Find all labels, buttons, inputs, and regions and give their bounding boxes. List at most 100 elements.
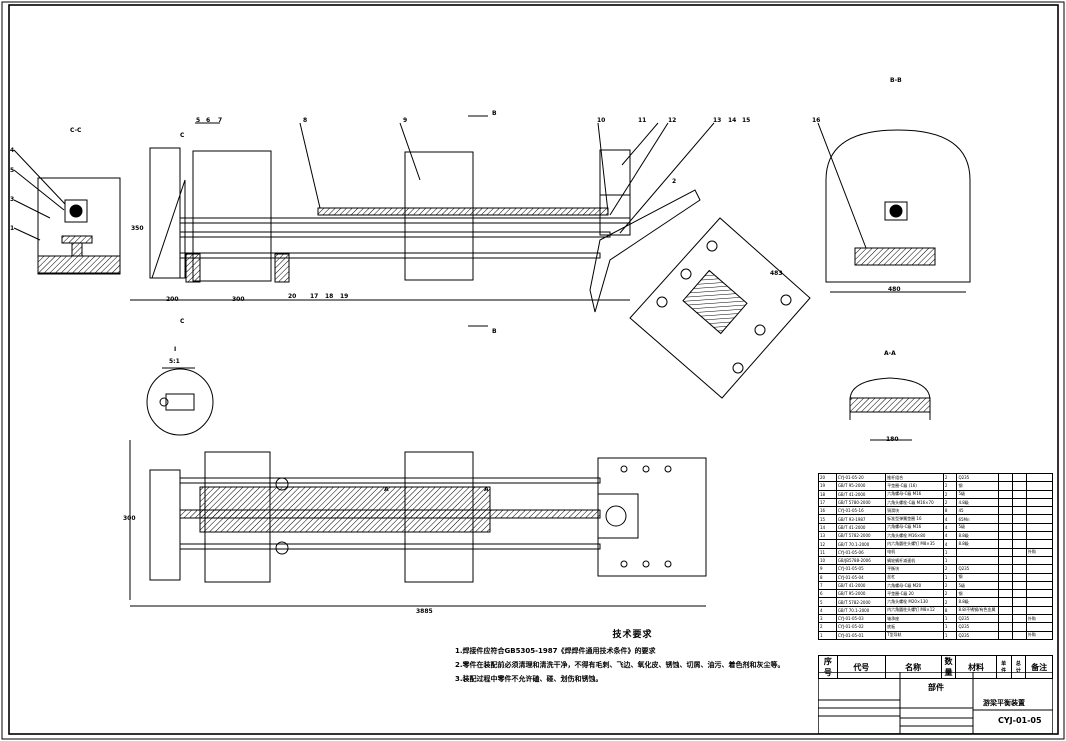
bom-col-unit: 单件 [995, 655, 1012, 679]
bom-cell: CYJ-01-05-05 [835, 564, 887, 574]
balloon-4: 4 [10, 147, 15, 154]
bom-cell: 8 [942, 605, 958, 616]
bom-cell: 20 [818, 472, 837, 483]
bom-cell [998, 555, 1014, 566]
bom-cell: 轴承座 [885, 614, 944, 624]
bom-cell: Q235 [956, 622, 1000, 632]
bom-cell: 12 [818, 539, 837, 549]
detail-scale: 5:1 [169, 358, 180, 365]
bom-cell: 18 [818, 489, 837, 499]
bom-cell: 丝杠 [885, 572, 944, 582]
bom-cell: 4 [818, 605, 837, 616]
note-3: 3.装配过程中零件不允许磕、碰、划伤和锈蚀。 [455, 675, 603, 683]
bom-cell: 推杆组合 [885, 472, 944, 483]
balloon-7: 7 [218, 117, 223, 124]
bom-cell: Q235 [956, 472, 1000, 483]
bom-cell [1025, 589, 1054, 599]
dimension-aa: 180 [886, 436, 899, 443]
bom-cell [1012, 614, 1027, 624]
bom-cell [1025, 506, 1054, 516]
cut-label-b-bottom: B [492, 328, 497, 335]
dimension-plan: 300 [123, 515, 136, 522]
bom-cell: GB/T 95-2000 [835, 481, 887, 491]
bom-cell: 钢 [956, 481, 1000, 491]
bom-cell: CYJ-01-05-01 [835, 630, 887, 640]
bom-cell: 8.8级 [956, 539, 1000, 549]
bom-header: 序号 代号 名称 数量 材料 单件 总计 备注 [818, 655, 1053, 679]
bom-cell: 4 [942, 531, 958, 541]
bom-cell: 1 [942, 555, 958, 566]
bom-cell: 2 [942, 580, 958, 591]
bom-cell [1012, 472, 1027, 483]
bom-col-material: 材料 [955, 655, 997, 679]
bom-cell [1025, 555, 1054, 566]
bom-cell: 8.8级 [956, 531, 1000, 541]
bom-cell [1012, 622, 1027, 632]
title-drawing-no: CYJ-01-05 [998, 716, 1042, 725]
bom-cell: 13 [818, 531, 837, 541]
bom-cell [1012, 489, 1027, 499]
bom-cell: 1 [942, 572, 958, 582]
bom-cell [1012, 522, 1027, 533]
bom-cell: 5级 [956, 580, 1000, 591]
bom-cell [1012, 481, 1027, 491]
bom-cell [1025, 522, 1054, 533]
bom-cell: 65Mn [956, 514, 1000, 524]
bom-cell: CYJ-01-05-06 [835, 547, 887, 557]
bom-cell [1025, 564, 1054, 574]
bom-cell: 外购 [1025, 547, 1054, 557]
bom-cell: 19 [818, 481, 837, 491]
bom-cell [998, 531, 1014, 541]
bom-cell: GB/T 5782-2000 [835, 531, 887, 541]
bom-cell: 蜗轮蜗杆减速机 [885, 555, 944, 566]
bom-cell: 内六角圆柱头螺钉 M8×35 [885, 539, 944, 549]
bom-cell [998, 572, 1014, 582]
dimension-right: 483 [770, 270, 783, 277]
bom-col-name: 名称 [884, 655, 942, 679]
bom-cell: 2 [942, 564, 958, 574]
balloon-9: 9 [403, 117, 408, 124]
section-view-cc [13, 149, 121, 275]
bom-cell: 2 [942, 497, 958, 508]
bom-cell: 11 [818, 547, 837, 557]
bom-cell: 4 [942, 522, 958, 533]
bom-cell: 1 [942, 630, 958, 640]
bom-cell [1012, 497, 1027, 508]
cut-label-a-right: A [484, 486, 489, 493]
bom-cell: 六角头螺栓-C级 M16×70 [885, 497, 944, 508]
bom-cell: 2 [942, 589, 958, 599]
bom-cell [956, 555, 1000, 566]
bom-cell: GB/T 41-2000 [835, 580, 887, 591]
bom-cell: 2 [942, 489, 958, 499]
bom-cell [998, 630, 1014, 640]
bom-cell [1025, 481, 1054, 491]
dimension-bb: 480 [888, 286, 901, 293]
bom-cell [998, 514, 1014, 524]
bom-cell: 10 [818, 555, 837, 566]
bom-cell [1025, 497, 1054, 508]
bom-cell: 4.8级 [956, 497, 1000, 508]
note-2: 2.零件在装配前必须清理和清洗干净，不得有毛刺、飞边、氧化皮、锈蚀、切屑、油污、… [455, 661, 785, 669]
bom-cell: 底板 [885, 622, 944, 632]
bom-col-remark: 备注 [1025, 655, 1053, 679]
bom-cell [998, 506, 1014, 516]
bom-cell [1012, 531, 1027, 541]
bom-cell: Q235 [956, 630, 1000, 640]
bom-cell: 17 [818, 497, 837, 508]
bom-cell: 六角头螺栓 M20×130 [885, 597, 944, 607]
bom-cell [998, 472, 1014, 483]
bom-cell: GB/T 95-2000 [835, 589, 887, 599]
bom-cell: 电机 [885, 547, 944, 557]
bom-cell: 5级 [956, 489, 1000, 499]
cut-label-a-left: A [384, 486, 389, 493]
bom-cell: GB/T 41-2000 [835, 489, 887, 499]
